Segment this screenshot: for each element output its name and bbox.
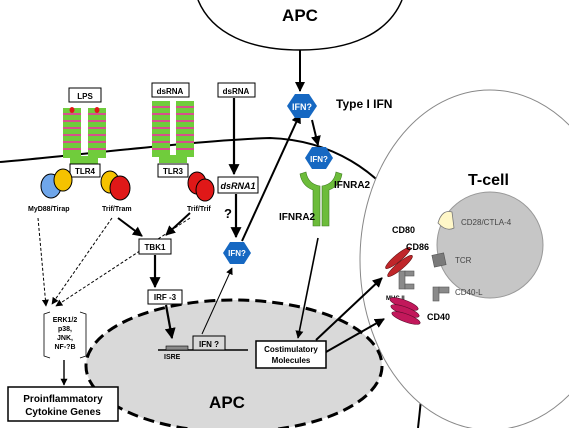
costim-box [255, 340, 327, 369]
question-mark: ? [224, 206, 232, 221]
apc-bottom-label: APC [209, 393, 245, 412]
dashed-arrow-myd88 [37, 217, 49, 307]
tcr-receptor [431, 252, 447, 268]
irf3-label: IRF -3 [154, 293, 177, 302]
arrow-trif-tram-tbk1 [117, 217, 143, 237]
erk-bracket-left [43, 311, 51, 359]
costim-label-1: Costimulatory [264, 345, 318, 354]
tcell-nucleus [436, 191, 544, 299]
p38-label: p38, [58, 326, 72, 333]
cd86-label: CD86 [406, 242, 429, 252]
costim-label-2: Molecules [272, 356, 311, 365]
ifn-gene-label: IFN ? [199, 340, 219, 349]
proinflam-label-1: Proinflammatory [23, 394, 103, 405]
tcr-label: TCR [455, 256, 472, 265]
trif-tram-label: Trif/Tram [102, 206, 132, 213]
tlr4-receptor [63, 107, 106, 164]
erk-label: ERK1/2 [53, 317, 78, 324]
tcell-label: T-cell [468, 172, 509, 189]
trif-trif-red-2 [195, 178, 215, 202]
arrow-costim-cd40 [325, 318, 385, 353]
lps-box [68, 87, 102, 103]
arrow-trif-trif-tbk1 [165, 212, 191, 236]
dashed-arrow-trif-tram [51, 217, 113, 305]
cd40l-label: CD40-L [455, 288, 483, 297]
tbk1-box [138, 238, 172, 255]
tlr4-box [69, 163, 101, 178]
arrow-ifn-gene-out [201, 267, 233, 335]
isre-label: ISRE [164, 354, 181, 361]
tlr3-receptor [152, 101, 194, 163]
ifnra2-left-label: IFNRA2 [279, 212, 316, 223]
tbk1-label: TBK1 [145, 243, 166, 252]
dsrna-box-2 [217, 82, 256, 98]
mhc-ii-molecule [398, 270, 415, 290]
ifn-gene-box [192, 335, 226, 351]
tlr4-label: TLR4 [75, 167, 96, 176]
ifnra2-receptor [299, 171, 343, 227]
jnk-label: JNK, [57, 335, 73, 342]
tirap-adaptor [53, 168, 73, 192]
dsrna-label-1: dsRNA [157, 87, 184, 96]
arrow-ifn-to-receptor [311, 119, 321, 146]
apc-top-label: APC [282, 6, 318, 25]
svg-text:IFN?: IFN? [292, 102, 312, 112]
arrow-costim-cd80 [315, 277, 383, 341]
ifn-hexagon-top: IFN? [287, 94, 317, 118]
dsrna-box-1 [151, 82, 190, 98]
trif-trif-label: Trif/Trif [187, 206, 211, 213]
arrow-irf3-isre [164, 304, 176, 340]
arrow-receptor-costim [295, 237, 319, 339]
myd88-label: MyD88/Tirap [28, 206, 70, 213]
proinflam-box [7, 386, 119, 422]
nfkb-label: NF-?B [55, 344, 76, 351]
ifnra2-right-label: IFNRA2 [334, 180, 371, 191]
lps-label: LPS [77, 92, 93, 101]
svg-text:IFN?: IFN? [310, 155, 328, 164]
svg-text:IFN?: IFN? [228, 249, 246, 258]
cd28-ctla4-receptor [437, 211, 455, 230]
dsrna-label-2: dsRNA [223, 87, 250, 96]
irf3-box [147, 289, 183, 305]
dsrna1-box [217, 176, 259, 194]
cd40-molecule [389, 297, 421, 325]
trif-tram-red [109, 175, 131, 201]
ifn-hexagon-mid: IFN? [305, 147, 333, 169]
arrow-ifn-to-top [241, 113, 301, 242]
ifn-hexagon-left: IFN? [223, 242, 251, 264]
dsrna1-label: dsRNA1 [220, 181, 255, 191]
cd40l-receptor [432, 286, 450, 302]
erk-bracket-right [79, 311, 87, 359]
cd40-label: CD40 [427, 312, 450, 322]
cd80-label: CD80 [392, 225, 415, 235]
isre-element [165, 345, 189, 351]
tlr3-box [157, 163, 189, 178]
proinflam-label-2: Cytokine Genes [25, 407, 101, 418]
cd80-cd86-molecules [385, 247, 413, 277]
tlr3-label: TLR3 [163, 167, 184, 176]
apc-nucleus [84, 298, 384, 428]
cd28-label: CD28/CTLA-4 [461, 218, 512, 227]
type1-ifn-label: Type I IFN [336, 97, 392, 111]
